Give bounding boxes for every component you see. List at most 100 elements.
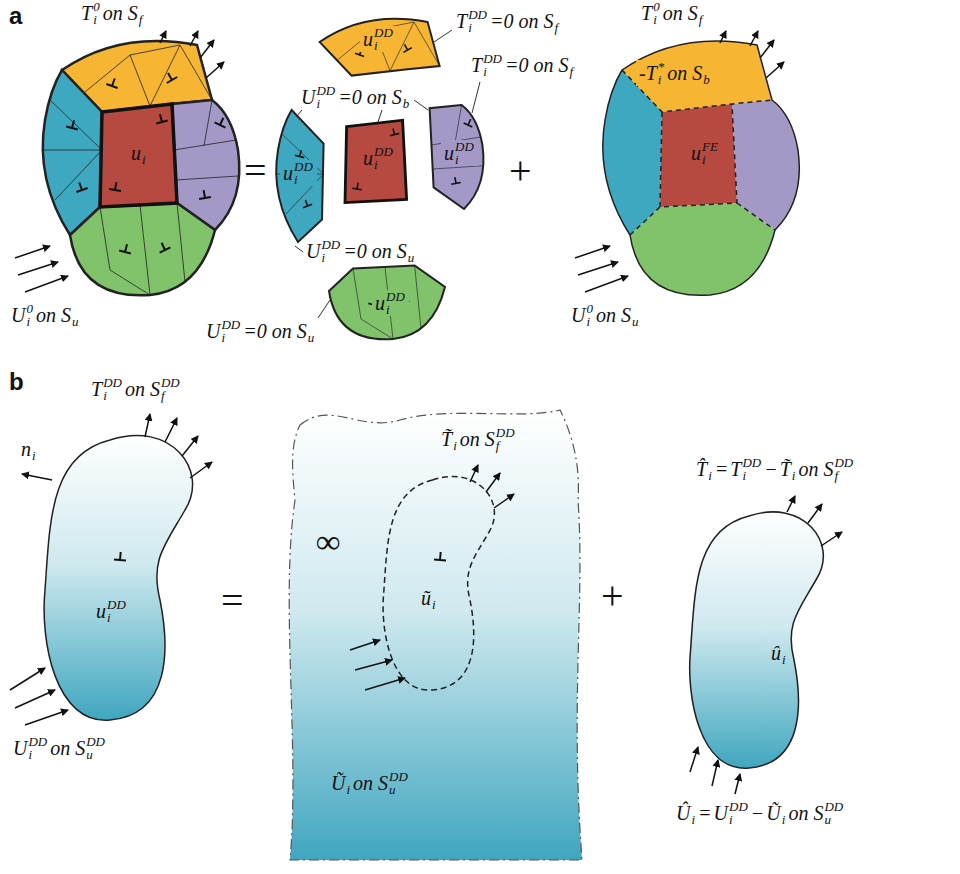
math-label: = [698, 802, 712, 825]
math-label: T̃ [441, 428, 452, 451]
index-stack: f [554, 8, 558, 34]
formula: uDDi [441, 140, 478, 166]
math-label: u [131, 142, 141, 165]
math-label: on S [460, 428, 495, 451]
formula: TDDi=0 on Sf [455, 8, 560, 34]
spacer [308, 318, 315, 331]
index-stack: i [708, 456, 712, 482]
index-stack: DDi [483, 52, 502, 78]
index-stack: DDi [321, 238, 340, 264]
math-label: T [91, 378, 102, 401]
math-label: U [13, 737, 27, 760]
math-label: = [715, 458, 729, 481]
math-label: DD [389, 770, 408, 783]
correction-body [690, 512, 824, 768]
math-label: i [653, 13, 660, 26]
math-label: U [714, 802, 728, 825]
formula: Ũion SDDu [330, 770, 410, 796]
math-label: i [586, 315, 593, 328]
math-label: DD [294, 160, 313, 173]
math-label: n [21, 438, 31, 461]
index-stack: 0i [26, 302, 33, 328]
math-label: on S [103, 2, 138, 25]
math-label: b [9, 368, 24, 396]
math-label: a [9, 2, 22, 30]
math-label: − [751, 802, 765, 825]
formula: Ûi=UDDi−Ũion SDDu [675, 800, 845, 826]
math-label: DD [28, 735, 47, 748]
math-label: i [658, 73, 665, 86]
math-label: U [571, 304, 585, 327]
spacer [72, 302, 79, 315]
index-stack: 0i [653, 0, 660, 26]
index-stack: i [782, 800, 786, 826]
math-label: T [730, 458, 741, 481]
math-label: = [244, 148, 267, 194]
math-label: DD [316, 84, 335, 97]
math-label: f [569, 65, 573, 78]
index-stack: DDi [374, 145, 393, 171]
spacer [699, 0, 703, 13]
index-stack: 0i [586, 302, 593, 328]
math-label: i [702, 153, 718, 166]
formula: ũi [420, 585, 438, 611]
math-label: T [471, 54, 482, 77]
math-label: 0 [653, 0, 660, 13]
math-label: U [301, 86, 315, 109]
math-label: u [444, 142, 454, 165]
math-label: Ũ [766, 802, 780, 825]
math-label: u [408, 251, 415, 264]
math-label: on S [36, 304, 71, 327]
formula: a [8, 2, 23, 30]
index-stack: u [632, 302, 639, 328]
math-label: =0 on S [343, 240, 407, 263]
formula: uDDi [372, 290, 409, 316]
formula: T0ion Sf [640, 0, 704, 26]
index-stack: DDi [28, 735, 47, 761]
index-stack: i [453, 426, 457, 452]
spacer [346, 770, 350, 783]
spacer [432, 585, 436, 598]
spacer [708, 456, 712, 469]
math-label: i [346, 783, 350, 796]
math-label: u [389, 783, 408, 796]
math-label: u [283, 162, 293, 185]
math-label: * [658, 60, 665, 73]
leader-lines [295, 30, 480, 318]
math-label: i [742, 469, 761, 482]
math-label: i [26, 315, 33, 328]
index-stack: DDu [389, 770, 408, 796]
index-stack: DDi [742, 456, 761, 482]
math-label: i [483, 65, 502, 78]
assembled-body [42, 41, 239, 295]
math-label: i [321, 251, 340, 264]
math-label: i [782, 653, 786, 666]
math-label: DD [221, 318, 240, 331]
index-stack: i [346, 770, 350, 796]
formula: UDDi=0 on Su [205, 318, 316, 344]
math-label: on S [663, 2, 698, 25]
math-label: i [103, 389, 122, 402]
math-label: ∞ [316, 522, 340, 561]
formula: T0ion Sf [80, 0, 144, 26]
formula: b [8, 368, 25, 396]
math-label: u [308, 331, 315, 344]
math-label: on S [798, 458, 833, 481]
index-stack: b [703, 60, 710, 86]
math-label: on S [596, 304, 631, 327]
index-stack: i [432, 585, 436, 611]
math-label: =0 on S [338, 86, 402, 109]
finite-body [44, 435, 192, 720]
math-label: u [72, 315, 79, 328]
index-stack: *i [658, 60, 665, 86]
index-stack: f [699, 0, 703, 26]
math-label: DD [161, 376, 180, 389]
math-label: 0 [586, 302, 593, 315]
index-stack: DDi [729, 800, 748, 826]
formula: ∞ [315, 522, 341, 561]
math-label: DD [742, 456, 761, 469]
math-label: i [468, 21, 487, 34]
math-label: i [792, 469, 796, 482]
index-stack: DDi [221, 318, 240, 344]
